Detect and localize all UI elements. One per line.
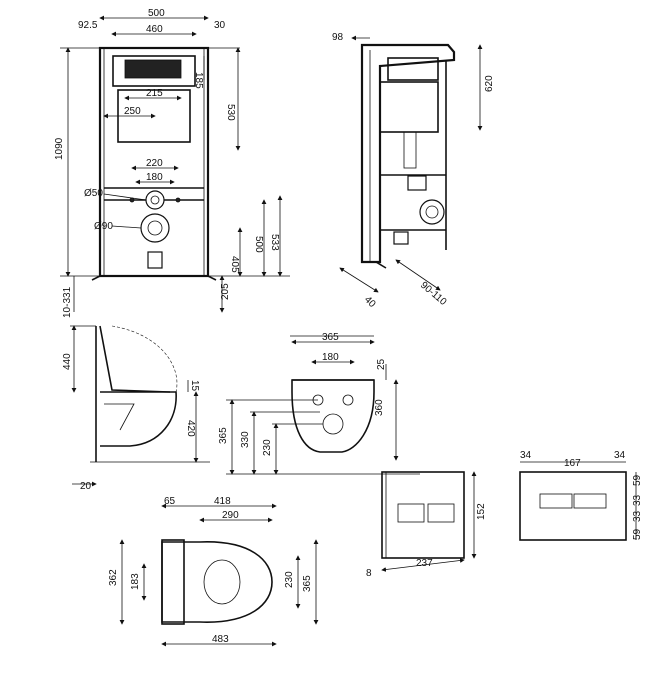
front-frame-view: 500 460 92.5 30 185 215 250 530 1090 220… (54, 8, 290, 318)
side-cistern (379, 81, 439, 133)
dim-330: 330 (240, 431, 251, 448)
dim-365-h: 365 (218, 427, 229, 444)
dim-167: 167 (564, 458, 581, 469)
bowl-side-view: 440 15 420 20 (62, 325, 210, 492)
flush-opening (112, 55, 196, 87)
dim-25: 25 (376, 358, 387, 370)
side-outlet (419, 199, 445, 225)
dim-533: 533 (269, 234, 280, 251)
dim-65: 65 (164, 496, 176, 507)
bowl-front-outline (291, 379, 375, 453)
side-frame-view: 98 620 40 90-110 (332, 32, 495, 310)
bowl-top-flange (161, 539, 185, 625)
flush-plate-view: 152 237 8 (366, 471, 487, 579)
water-inlet-50 (145, 190, 165, 210)
side-cistern-top (387, 57, 439, 81)
dim-180-w: 180 (322, 352, 339, 363)
dim-183: 183 (130, 573, 141, 590)
dim-418: 418 (214, 496, 231, 507)
dim-20: 20 (80, 481, 92, 492)
dim-90-110: 90-110 (418, 280, 449, 308)
dim-360: 360 (374, 399, 385, 416)
dim-8: 8 (366, 568, 372, 579)
dim-365-top: 365 (302, 575, 313, 592)
plate-front-outline (519, 471, 627, 541)
dim-250: 250 (124, 106, 141, 117)
bowl-body (100, 391, 177, 447)
dim-33-a: 33 (632, 494, 643, 506)
drain-outlet-90 (140, 213, 170, 243)
dim-d50: Ø50 (84, 188, 103, 199)
dim-230: 230 (262, 439, 273, 456)
flush-plate-front-view: 34 167 34 59 33 33 59 (519, 450, 643, 541)
plate-outline (381, 471, 465, 559)
dim-33-b: 33 (632, 510, 643, 522)
side-inlet (407, 175, 427, 191)
dim-59-bottom: 59 (632, 528, 643, 540)
dim-10-331: 10-331 (62, 286, 73, 318)
dim-180: 180 (146, 172, 163, 183)
dim-440: 440 (62, 353, 73, 370)
bowl-front-view: 365 180 25 360 365 330 230 (218, 332, 420, 475)
bowl-top-outline (161, 541, 273, 623)
dim-d90: Ø90 (94, 221, 113, 232)
dim-500-h: 500 (253, 236, 264, 253)
dim-500: 500 (148, 8, 165, 19)
dim-483: 483 (212, 634, 229, 645)
dim-365-w: 365 (322, 332, 339, 343)
dim-92-5: 92.5 (78, 20, 98, 31)
dim-230-top: 230 (284, 571, 295, 588)
dim-530: 530 (225, 104, 236, 121)
seat-lid (99, 325, 171, 393)
dim-185: 185 (193, 72, 204, 89)
dim-152: 152 (476, 503, 487, 520)
dim-1090: 1090 (54, 137, 65, 160)
dim-205: 205 (220, 283, 231, 300)
dim-215: 215 (146, 88, 163, 99)
dim-237: 237 (416, 558, 433, 569)
bowl-top-view: 418 65 290 362 183 230 365 483 (108, 496, 319, 647)
dim-620: 620 (484, 75, 495, 92)
dim-15: 15 (189, 380, 200, 392)
dim-362: 362 (108, 569, 119, 586)
dim-40: 40 (362, 294, 378, 310)
dim-405: 405 (229, 256, 240, 273)
dim-34-right: 34 (614, 450, 626, 461)
dim-290: 290 (222, 510, 239, 521)
flush-plate-mock (124, 59, 182, 79)
dim-420: 420 (185, 420, 196, 437)
side-frame-outline (360, 43, 456, 264)
drain-pipe (147, 251, 163, 269)
dim-30: 30 (214, 20, 226, 31)
dim-98: 98 (332, 32, 344, 43)
dim-220: 220 (146, 158, 163, 169)
dim-59-top: 59 (632, 474, 643, 486)
dim-34-left: 34 (520, 450, 532, 461)
dim-460: 460 (146, 24, 163, 35)
